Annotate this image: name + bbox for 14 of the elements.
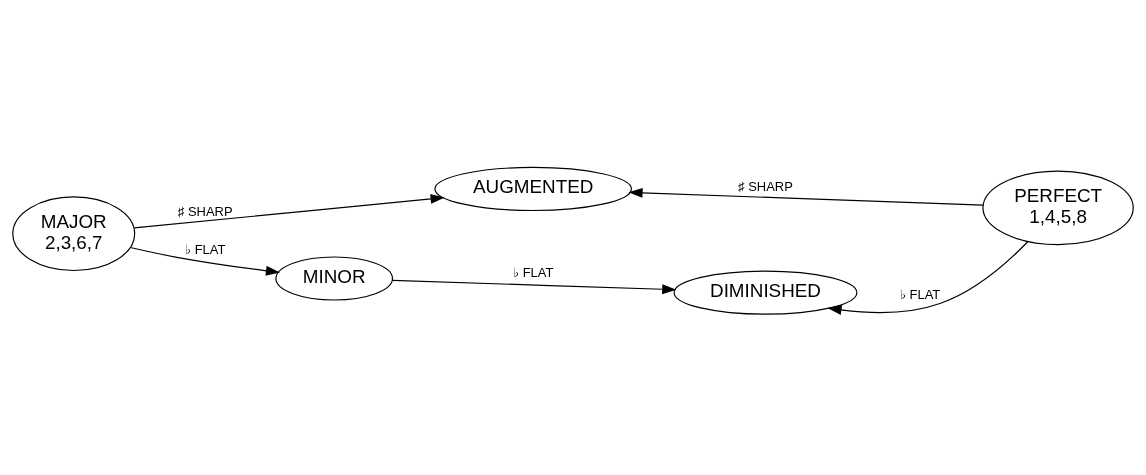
edge-label: ♭ FLAT [513,265,554,281]
arrow [391,279,677,295]
arrow [129,246,281,276]
node-ellipse: MAJOR 2,3,6,7 [12,196,136,272]
node-ellipse: AUGMENTED [434,166,632,212]
arrow [628,187,984,206]
node-ellipse: PERFECT 1,4,5,8 [982,170,1134,246]
node-ellipse: MINOR [275,256,394,301]
edge-label: ♯ SHARP [738,179,793,195]
edge-label: ♭ FLAT [899,287,941,303]
edge-label: ♭ FLAT [185,241,226,257]
arrow [827,241,1029,315]
arrow [133,193,445,229]
edge-label: ♯ SHARP [177,203,233,219]
